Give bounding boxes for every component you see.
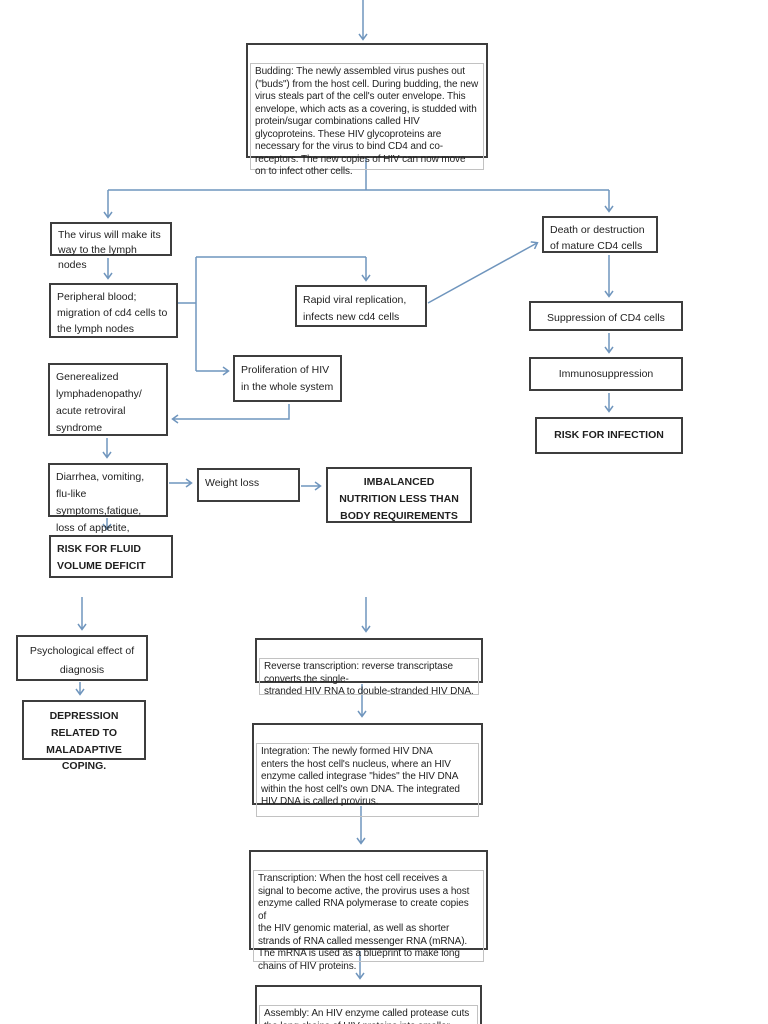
node-risk-for-infection: RISK FOR INFECTION — [535, 417, 683, 454]
node-budding: Budding: The newly assembled virus pushe… — [246, 43, 488, 177]
node-transcription: Transcription: When the host cell receiv… — [249, 850, 488, 972]
node-integration: Integration: The newly formed HIV DNA en… — [252, 723, 483, 818]
arrow-proliferation-to-lymphadenopathy — [173, 404, 290, 419]
node-diarrhea-symptoms: Diarrhea, vomiting, flu-like symptoms,fa… — [48, 463, 168, 534]
node-immunosuppression: Immunosuppression — [529, 357, 683, 391]
node-reverse-transcription-text: Reverse transcription: reverse transcrip… — [259, 658, 479, 697]
node-depression: DEPRESSION RELATED TO MALADAPTIVE COPING… — [22, 700, 146, 772]
node-imbalanced-nutrition: IMBALANCED NUTRITION LESS THAN BODY REQU… — [326, 467, 472, 523]
node-budding-text: Budding: The newly assembled virus pushe… — [250, 63, 484, 177]
arrow-rapid-to-death — [427, 243, 537, 304]
node-risk-fluid-volume-deficit: RISK FOR FLUID VOLUME DEFICIT — [49, 535, 173, 578]
node-assembly-text: Assembly: An HIV enzyme called protease … — [259, 1005, 478, 1024]
node-reverse-transcription: Reverse transcription: reverse transcrip… — [255, 638, 483, 697]
node-death-cd4: Death or destruction of mature CD4 cells — [542, 216, 658, 253]
node-rapid-replication: Rapid viral replication, infects new cd4… — [295, 285, 427, 327]
node-suppression-cd4: Suppression of CD4 cells — [529, 301, 683, 331]
node-peripheral-blood: Peripheral blood; migration of cd4 cells… — [49, 283, 178, 338]
node-psychological-effect: Psychological effect of diagnosis — [16, 635, 148, 681]
node-weight-loss: Weight loss — [197, 468, 300, 502]
node-integration-text: Integration: The newly formed HIV DNA en… — [256, 743, 479, 818]
node-proliferation: Proliferation of HIV in the whole system — [233, 355, 342, 402]
node-transcription-text: Transcription: When the host cell receiv… — [253, 870, 484, 972]
node-lymphadenopathy: Generealized lymphadenopathy/ acute retr… — [48, 363, 168, 436]
node-assembly: Assembly: An HIV enzyme called protease … — [255, 985, 482, 1024]
node-virus-to-lymph: The virus will make its way to the lymph… — [50, 222, 172, 271]
